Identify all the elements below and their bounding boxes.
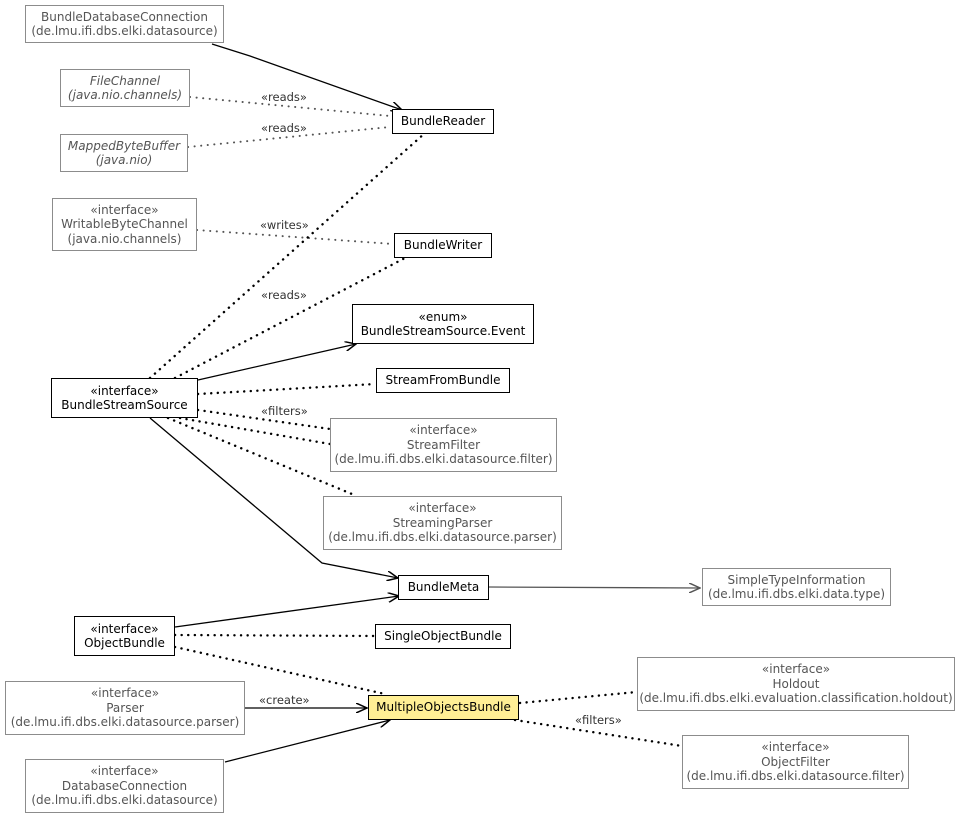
class-bundle-reader[interactable]: BundleReader xyxy=(392,109,494,134)
class-name: BundleMeta xyxy=(407,580,480,595)
class-bundle-writer[interactable]: BundleWriter xyxy=(394,233,492,258)
dep-objectbundle-singleobjectbundle xyxy=(173,633,376,638)
class-file-channel[interactable]: FileChannel (java.nio.channels) xyxy=(60,69,190,107)
class-name: Holdout xyxy=(772,676,820,691)
stereotype: «interface» xyxy=(408,501,477,516)
label-objectfilter-filters: «filters» xyxy=(575,713,622,727)
class-name: FileChannel xyxy=(89,73,161,88)
class-streaming-parser[interactable]: «interface» StreamingParser (de.lmu.ifi.… xyxy=(323,496,562,550)
package-name: (java.nio.channels) xyxy=(67,88,183,102)
stereotype: «interface» xyxy=(90,621,159,636)
label-parser-create: «create» xyxy=(259,693,310,707)
class-database-connection[interactable]: «interface» DatabaseConnection (de.lmu.i… xyxy=(25,759,224,813)
class-name: StreamingParser xyxy=(392,515,493,530)
class-name: StreamFromBundle xyxy=(385,373,501,388)
stereotype: «interface» xyxy=(761,662,831,677)
class-name: WritableByteChannel xyxy=(61,217,188,232)
stereotype: «enum» xyxy=(418,309,468,324)
class-single-object-bundle[interactable]: SingleObjectBundle xyxy=(375,624,511,649)
package-name: (de.lmu.ifi.dbs.elki.evaluation.classifi… xyxy=(639,691,953,706)
class-mapped-byte-buffer[interactable]: MappedByteBuffer (java.nio) xyxy=(60,134,188,172)
class-name: BundleReader xyxy=(400,114,486,129)
stereotype: «interface» xyxy=(90,764,159,779)
dep-bundlestreamsource-streamfilter-2 xyxy=(178,416,332,446)
class-object-filter[interactable]: «interface» ObjectFilter (de.lmu.ifi.dbs… xyxy=(682,735,909,789)
class-object-bundle[interactable]: «interface» ObjectBundle xyxy=(74,616,175,656)
package-name: (de.lmu.ifi.dbs.elki.data.type) xyxy=(707,587,886,601)
edge-bundlemeta-simpletypeinformation xyxy=(488,587,700,588)
class-bundle-meta[interactable]: BundleMeta xyxy=(398,575,489,600)
class-name: SingleObjectBundle xyxy=(384,629,502,644)
package-name: (java.nio.channels) xyxy=(67,231,182,246)
label-mappedbytebuffer-reads: «reads» xyxy=(261,121,307,135)
dep-bundlestreamsource-streamfilter-1 xyxy=(196,408,332,431)
class-name: ObjectFilter xyxy=(761,754,830,769)
class-name: SimpleTypeInformation xyxy=(727,572,866,587)
dep-writablebytechannel-bundlewriter xyxy=(196,229,394,245)
class-name: ObjectBundle xyxy=(84,636,165,650)
dep-multipleobjectsbundle-holdout xyxy=(518,690,639,705)
package-name: (de.lmu.ifi.dbs.elki.datasource) xyxy=(31,24,218,38)
class-bundle-database-connection[interactable]: BundleDatabaseConnection (de.lmu.ifi.dbs… xyxy=(25,5,224,43)
class-name: MultipleObjectsBundle xyxy=(376,700,511,715)
edge-bundledatabaseconnection-bundlereader xyxy=(211,43,402,110)
class-writable-byte-channel[interactable]: «interface» WritableByteChannel (java.ni… xyxy=(52,198,197,251)
stereotype: «interface» xyxy=(90,202,159,217)
edge-bundlestreamsource-bundlemeta xyxy=(149,417,398,578)
dep-mappedbytebuffer-bundlereader xyxy=(187,126,391,148)
class-bundle-stream-source-event[interactable]: «enum» BundleStreamSource.Event xyxy=(352,304,534,344)
class-name: MappedByteBuffer xyxy=(67,138,181,153)
class-name: BundleWriter xyxy=(403,238,483,253)
stereotype: «interface» xyxy=(90,686,160,701)
package-name: (de.lmu.ifi.dbs.elki.datasource.parser) xyxy=(10,715,240,730)
package-name: (java.nio) xyxy=(95,153,153,167)
class-stream-from-bundle[interactable]: StreamFromBundle xyxy=(376,368,510,393)
package-name: (de.lmu.ifi.dbs.elki.datasource) xyxy=(31,793,218,808)
class-bundle-stream-source[interactable]: «interface» BundleStreamSource xyxy=(51,378,198,418)
dep-filechannel-bundlereader xyxy=(189,96,391,117)
class-parser[interactable]: «interface» Parser (de.lmu.ifi.dbs.elki.… xyxy=(5,681,245,735)
package-name: (de.lmu.ifi.dbs.elki.datasource.filter) xyxy=(686,769,905,784)
edge-bundlestreamsource-event xyxy=(197,344,356,381)
package-name: (de.lmu.ifi.dbs.elki.datasource.filter) xyxy=(334,452,553,467)
class-name: DatabaseConnection xyxy=(61,778,188,793)
label-filechannel-reads: «reads» xyxy=(261,90,307,104)
class-holdout[interactable]: «interface» Holdout (de.lmu.ifi.dbs.elki… xyxy=(637,657,955,711)
class-multiple-objects-bundle[interactable]: MultipleObjectsBundle xyxy=(368,695,519,720)
stereotype: «interface» xyxy=(409,423,478,438)
class-name: BundleStreamSource.Event xyxy=(360,324,526,338)
dep-bundlestreamsource-streamingparser xyxy=(166,416,354,496)
stereotype: «interface» xyxy=(90,383,159,398)
class-stream-filter[interactable]: «interface» StreamFilter (de.lmu.ifi.dbs… xyxy=(330,418,557,472)
class-simple-type-information[interactable]: SimpleTypeInformation (de.lmu.ifi.dbs.el… xyxy=(702,568,891,606)
dep-objectbundle-multipleobjectsbundle xyxy=(173,645,387,696)
class-name: BundleDatabaseConnection xyxy=(41,9,208,24)
edge-databaseconnection-multipleobjectsbundle xyxy=(224,720,390,763)
class-name: BundleStreamSource xyxy=(61,398,188,412)
edge-objectbundle-bundlemeta xyxy=(174,596,399,628)
stereotype: «interface» xyxy=(761,740,830,755)
label-bundlestreamsource-filters: «filters» xyxy=(261,404,308,418)
package-name: (de.lmu.ifi.dbs.elki.datasource.parser) xyxy=(328,530,557,545)
class-name: Parser xyxy=(106,700,144,715)
dep-bundlestreamsource-bundlereader xyxy=(148,131,427,380)
dep-bundlestreamsource-streamfrombundle xyxy=(196,382,377,396)
label-writablebytechannel-writes: «writes» xyxy=(260,218,309,232)
label-bundlestreamsource-reads: «reads» xyxy=(261,288,307,302)
class-name: StreamFilter xyxy=(406,437,481,452)
